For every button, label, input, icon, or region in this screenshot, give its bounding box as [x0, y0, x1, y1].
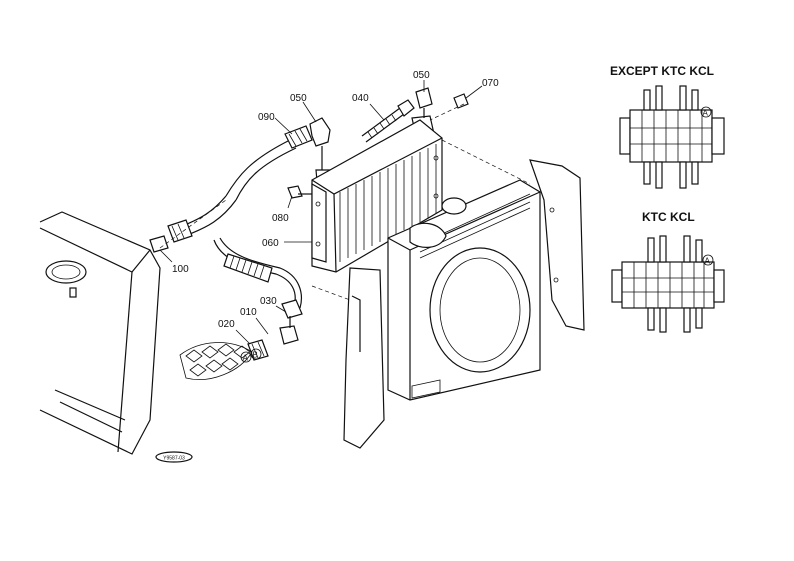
control-valve-except-ktc-kcl: A — [619, 85, 725, 189]
mark-a-except: A — [703, 109, 709, 118]
control-valve-ktc-kcl: A — [611, 235, 725, 333]
lower-guard-plate — [343, 267, 385, 449]
label-040: 040 — [352, 93, 369, 104]
hydraulic-tank — [39, 211, 161, 455]
label-060: 060 — [262, 238, 279, 249]
label-020: 020 — [218, 319, 235, 330]
drawing-number-text: Y9587-03 — [163, 456, 185, 462]
label-090: 090 — [258, 112, 275, 123]
mark-b-circle: B — [253, 351, 258, 360]
drawing-number-stamp: Y9587-03 — [155, 451, 193, 463]
variant-title-ktc-kcl: KTC KCL — [642, 210, 695, 224]
label-050-left: 050 — [290, 93, 307, 104]
label-080: 080 — [272, 213, 289, 224]
label-100: 100 — [172, 264, 189, 275]
label-010: 010 — [240, 307, 257, 318]
fitting-100 — [149, 235, 169, 253]
oil-cooler-060 — [311, 119, 443, 273]
return-hose-090 — [167, 125, 313, 243]
part-labels: 090 050 040 050 070 080 060 100 030 010 … — [159, 70, 499, 363]
label-030: 030 — [260, 296, 277, 307]
radiator — [387, 179, 541, 401]
strainer-mesh — [179, 342, 253, 380]
mark-a-circle: A — [243, 354, 249, 363]
mark-a-ktc: A — [705, 257, 711, 266]
radiator-side-bracket — [529, 159, 585, 331]
label-070: 070 — [482, 78, 499, 89]
hose-040 — [361, 99, 415, 143]
connector-020 — [247, 339, 269, 361]
suction-hose-010 — [213, 237, 303, 345]
plug-070 — [453, 93, 469, 109]
label-050-right: 050 — [413, 70, 430, 81]
assembly-guide-lines — [159, 103, 531, 301]
variant-title-except-ktc-kcl: EXCEPT KTC KCL — [610, 64, 714, 78]
bolt-080 — [287, 185, 312, 199]
